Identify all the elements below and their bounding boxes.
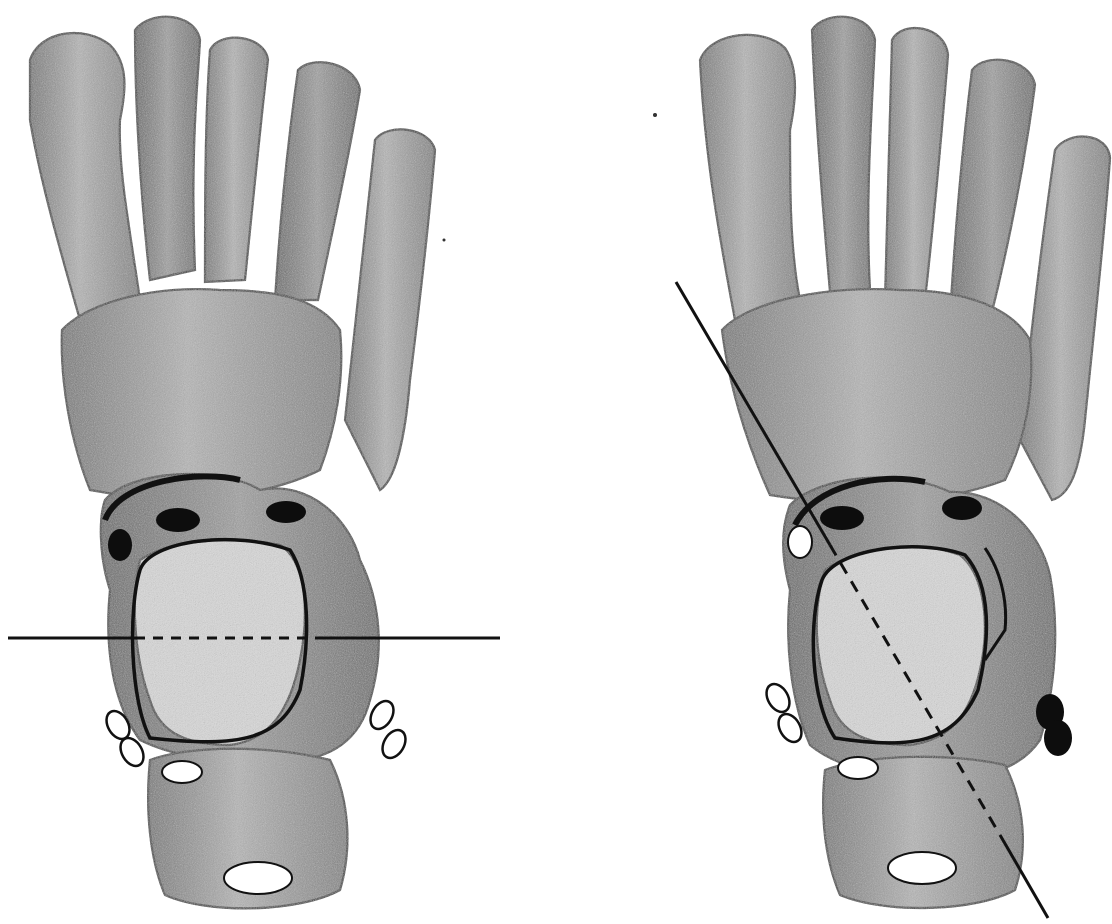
speck — [653, 113, 657, 117]
right-toe-4 — [950, 60, 1035, 320]
speck-2 — [443, 239, 446, 242]
right-marker-white-2 — [838, 757, 878, 779]
left-marker-dark-2 — [266, 501, 306, 523]
left-foot — [30, 17, 435, 909]
left-toe-2 — [135, 17, 200, 280]
right-marker-dark-1 — [820, 506, 864, 530]
left-toe-3 — [205, 38, 268, 282]
left-marker-dark-3 — [108, 529, 132, 561]
left-midfoot — [62, 289, 342, 498]
right-toe-3 — [885, 28, 948, 300]
left-marker-white-1 — [162, 761, 202, 783]
right-toe-5 — [1020, 137, 1110, 500]
left-marker-white-2 — [224, 862, 292, 894]
left-toe-4 — [275, 62, 360, 300]
right-toe-2 — [812, 17, 875, 292]
right-foot — [700, 17, 1110, 908]
left-toe-1 — [30, 33, 140, 320]
right-toe-1 — [700, 35, 800, 320]
left-toe-5 — [345, 129, 435, 490]
left-marker-ring-3 — [366, 697, 398, 733]
right-marker-dark-2 — [942, 496, 982, 520]
left-marker-ring-4 — [378, 726, 410, 762]
right-marker-white-1 — [788, 526, 812, 558]
right-marker-white-3 — [888, 852, 956, 884]
right-marker-ring-1 — [762, 680, 794, 716]
right-talus — [817, 547, 985, 745]
right-midfoot — [722, 289, 1031, 503]
left-marker-dark-1 — [156, 508, 200, 532]
right-marker-dark-4 — [1044, 720, 1072, 756]
left-talus — [135, 540, 305, 745]
